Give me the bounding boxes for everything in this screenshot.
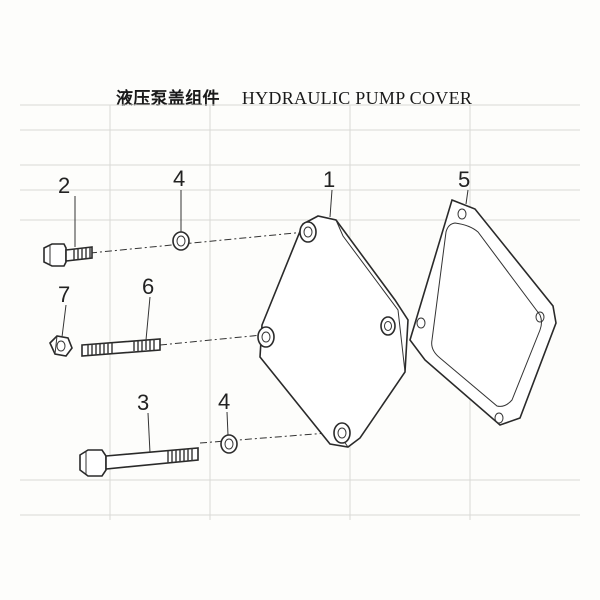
washer-part-4-top bbox=[172, 231, 190, 251]
stud-part-6 bbox=[81, 338, 161, 357]
centerline-middle bbox=[159, 334, 263, 346]
callout-4-top: 4 bbox=[173, 166, 185, 191]
callout-2: 2 bbox=[58, 173, 70, 198]
callout-3: 3 bbox=[137, 390, 149, 415]
centerline-top bbox=[89, 231, 306, 254]
washer-part-4-bottom bbox=[220, 434, 238, 454]
background-ghost-lines bbox=[20, 104, 580, 520]
leader-lines bbox=[61, 189, 469, 454]
nut-part-7 bbox=[49, 335, 73, 357]
title-english: HYDRAULIC PUMP COVER bbox=[241, 88, 473, 108]
diagram-title: 液压泵盖组件 HYDRAULIC PUMP COVER bbox=[116, 84, 472, 109]
title-chinese: 液压泵盖组件 bbox=[116, 89, 220, 109]
callout-4-bottom: 4 bbox=[218, 389, 230, 414]
centerline-bottom bbox=[199, 431, 341, 444]
callout-1: 1 bbox=[323, 167, 335, 192]
long-bolt-part-3 bbox=[79, 447, 199, 477]
short-bolt-part-2 bbox=[43, 243, 93, 267]
callout-6: 6 bbox=[142, 274, 154, 299]
callout-5: 5 bbox=[458, 167, 470, 192]
gasket-part-5 bbox=[409, 198, 557, 426]
pump-cover-part-1 bbox=[257, 215, 409, 448]
callout-7: 7 bbox=[58, 282, 70, 307]
